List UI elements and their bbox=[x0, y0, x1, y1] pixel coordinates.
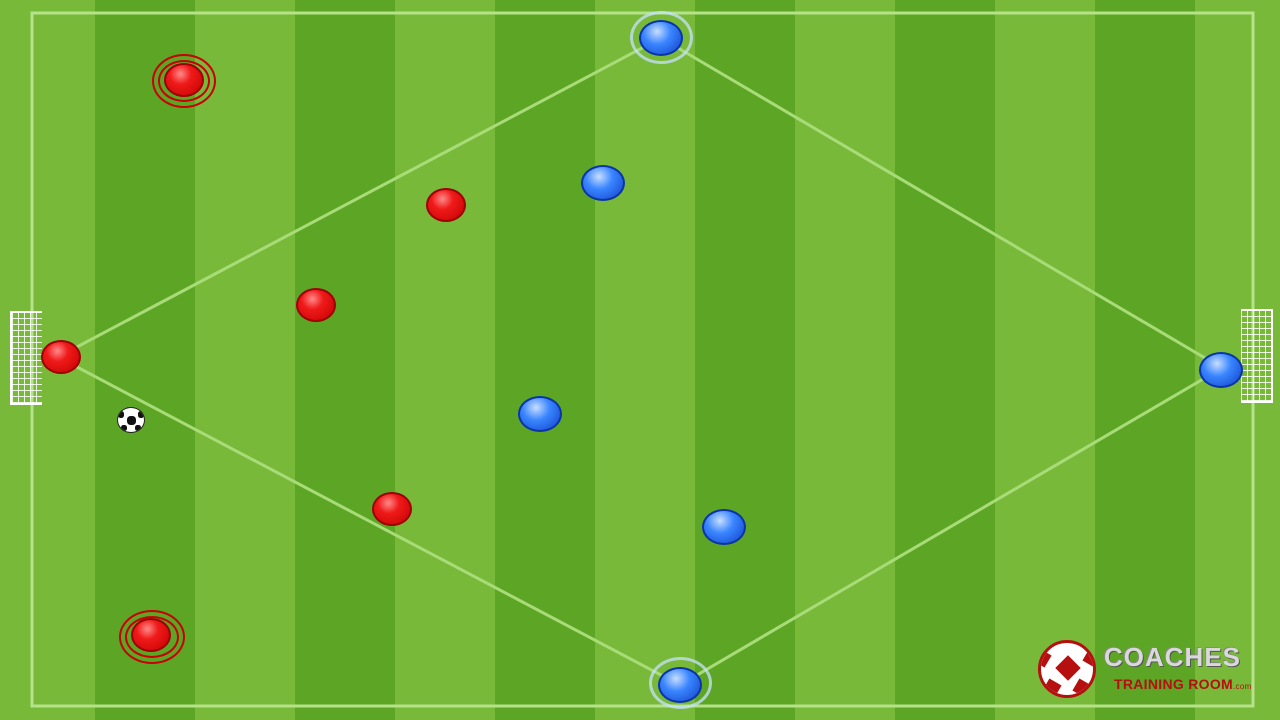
grass-stripe bbox=[495, 0, 595, 720]
blue-player[interactable] bbox=[702, 509, 746, 545]
logo-subtitle-text: TRAINING ROOM bbox=[1114, 676, 1234, 692]
grass-stripe bbox=[795, 0, 895, 720]
logo-ball-icon bbox=[1038, 640, 1096, 698]
goal-right-icon bbox=[1241, 309, 1273, 403]
blue-player-bottom[interactable] bbox=[658, 667, 702, 703]
blue-player-top[interactable] bbox=[639, 20, 683, 56]
red-player[interactable] bbox=[372, 492, 412, 526]
logo-subtitle: TRAINING ROOM.com bbox=[1114, 676, 1252, 692]
diamond-area bbox=[54, 36, 1225, 687]
logo-title: COACHES bbox=[1104, 642, 1242, 672]
grass-stripe bbox=[895, 0, 995, 720]
blue-player-goalkeeper[interactable] bbox=[1199, 352, 1243, 388]
red-player-bottom-left[interactable] bbox=[131, 618, 171, 652]
grass-stripe bbox=[595, 0, 695, 720]
blue-bottom-ring bbox=[649, 657, 712, 709]
red-player-top-left[interactable] bbox=[164, 63, 204, 97]
ball-icon[interactable] bbox=[117, 407, 145, 433]
blue-top-ring bbox=[630, 11, 693, 64]
grass-stripe bbox=[695, 0, 795, 720]
red-bottom-left-ring bbox=[119, 610, 185, 664]
red-player-goalkeeper[interactable] bbox=[41, 340, 81, 374]
red-player[interactable] bbox=[296, 288, 336, 322]
grass-stripe bbox=[1095, 0, 1195, 720]
goal-left-icon bbox=[10, 311, 42, 405]
grass-stripe bbox=[995, 0, 1095, 720]
grass-stripe bbox=[95, 0, 195, 720]
coaches-training-room-logo: COACHES TRAINING ROOM.com bbox=[1038, 638, 1251, 700]
blue-player[interactable] bbox=[518, 396, 562, 432]
logo-domain: .com bbox=[1233, 682, 1252, 691]
grass-stripe bbox=[195, 0, 295, 720]
grass-stripe bbox=[295, 0, 395, 720]
pitch-boundary bbox=[30, 11, 1255, 708]
red-top-left-ring bbox=[152, 54, 216, 108]
blue-player[interactable] bbox=[581, 165, 625, 201]
red-player[interactable] bbox=[426, 188, 466, 222]
grass-stripe bbox=[395, 0, 495, 720]
